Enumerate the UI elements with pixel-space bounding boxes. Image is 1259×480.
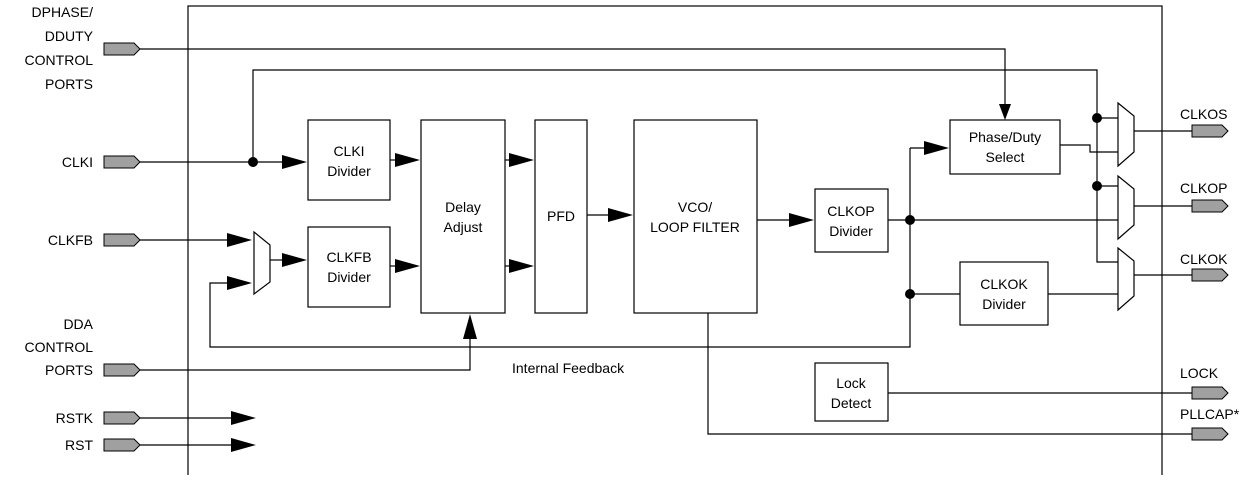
clkfb-label: CLKFB xyxy=(48,232,93,248)
input-ports xyxy=(103,42,141,452)
dda-label-2: CONTROL xyxy=(25,339,94,355)
clkfb-divider-line1: CLKFB xyxy=(326,249,371,265)
delay-adjust-block: Delay Adjust xyxy=(420,119,506,314)
vco-line2: LOOP FILTER xyxy=(650,219,740,235)
clkop-mux xyxy=(1117,174,1135,241)
phase-duty-line1: Phase/Duty xyxy=(969,129,1041,145)
clkos-port xyxy=(1191,124,1229,138)
dda-port xyxy=(103,363,141,377)
vco-block: VCO/ LOOP FILTER xyxy=(633,119,758,314)
rstk-port xyxy=(103,411,141,425)
output-ports xyxy=(1191,124,1229,441)
pllcap-label: PLLCAP* xyxy=(1180,406,1240,422)
pfd-label: PFD xyxy=(547,208,575,224)
clkos-mux xyxy=(1117,101,1135,168)
junction-dots xyxy=(248,113,1102,299)
clkfb-port xyxy=(103,233,141,247)
clki-label: CLKI xyxy=(62,154,93,170)
clkop-divider-block: CLKOP Divider xyxy=(814,188,889,253)
clkok-port xyxy=(1191,268,1229,282)
rst-label: RST xyxy=(65,437,93,453)
dphase-label-4: PORTS xyxy=(45,76,93,92)
vco-line1: VCO/ xyxy=(678,199,712,215)
lock-label: LOCK xyxy=(1180,365,1219,381)
rst-port xyxy=(103,438,141,452)
arrowheads xyxy=(227,104,1011,452)
clkok-label: CLKOK xyxy=(1180,251,1228,267)
clkop-label: CLKOP xyxy=(1180,180,1227,196)
clki-divider-block: CLKI Divider xyxy=(307,119,391,201)
lock-detect-line2: Detect xyxy=(831,395,872,411)
clkop-divider-line1: CLKOP xyxy=(827,203,874,219)
delay-adjust-line1: Delay xyxy=(445,199,481,215)
clkfb-divider-block: CLKFB Divider xyxy=(307,226,391,308)
clkfb-divider-line2: Divider xyxy=(327,269,371,285)
lock-detect-line1: Lock xyxy=(836,375,867,391)
dphase-port xyxy=(103,42,141,56)
phase-duty-line2: Select xyxy=(986,149,1025,165)
clki-port xyxy=(103,155,141,169)
output-labels: CLKOS CLKOP CLKOK LOCK PLLCAP* xyxy=(1180,106,1240,422)
lock-detect-block: Lock Detect xyxy=(814,362,889,422)
pfd-block: PFD xyxy=(534,119,588,314)
rstk-label: RSTK xyxy=(56,410,94,426)
clkop-port xyxy=(1191,199,1229,213)
dphase-label-1: DPHASE/ xyxy=(32,4,94,20)
clkfb-mux xyxy=(253,230,271,296)
clkos-label: CLKOS xyxy=(1180,106,1227,122)
clki-divider-line2: Divider xyxy=(327,163,371,179)
muxes xyxy=(253,101,1135,312)
dda-label-1: DDA xyxy=(63,316,93,332)
pllcap-port xyxy=(1191,427,1229,441)
clkok-divider-line2: Divider xyxy=(982,296,1026,312)
dphase-label-2: DDUTY xyxy=(45,28,94,44)
lock-port xyxy=(1191,386,1229,400)
delay-adjust-line2: Adjust xyxy=(444,219,483,235)
clkok-divider-block: CLKOK Divider xyxy=(959,261,1049,326)
clkop-divider-line2: Divider xyxy=(829,223,873,239)
phase-duty-block: Phase/Duty Select xyxy=(949,119,1061,175)
clkok-divider-line1: CLKOK xyxy=(980,276,1028,292)
input-labels: DPHASE/ DDUTY CONTROL PORTS CLKI CLKFB D… xyxy=(25,4,94,453)
dda-label-3: PORTS xyxy=(45,362,93,378)
clkok-mux xyxy=(1117,246,1135,312)
clki-divider-line1: CLKI xyxy=(333,143,364,159)
internal-feedback-label: Internal Feedback xyxy=(512,360,625,376)
dphase-label-3: CONTROL xyxy=(25,52,94,68)
